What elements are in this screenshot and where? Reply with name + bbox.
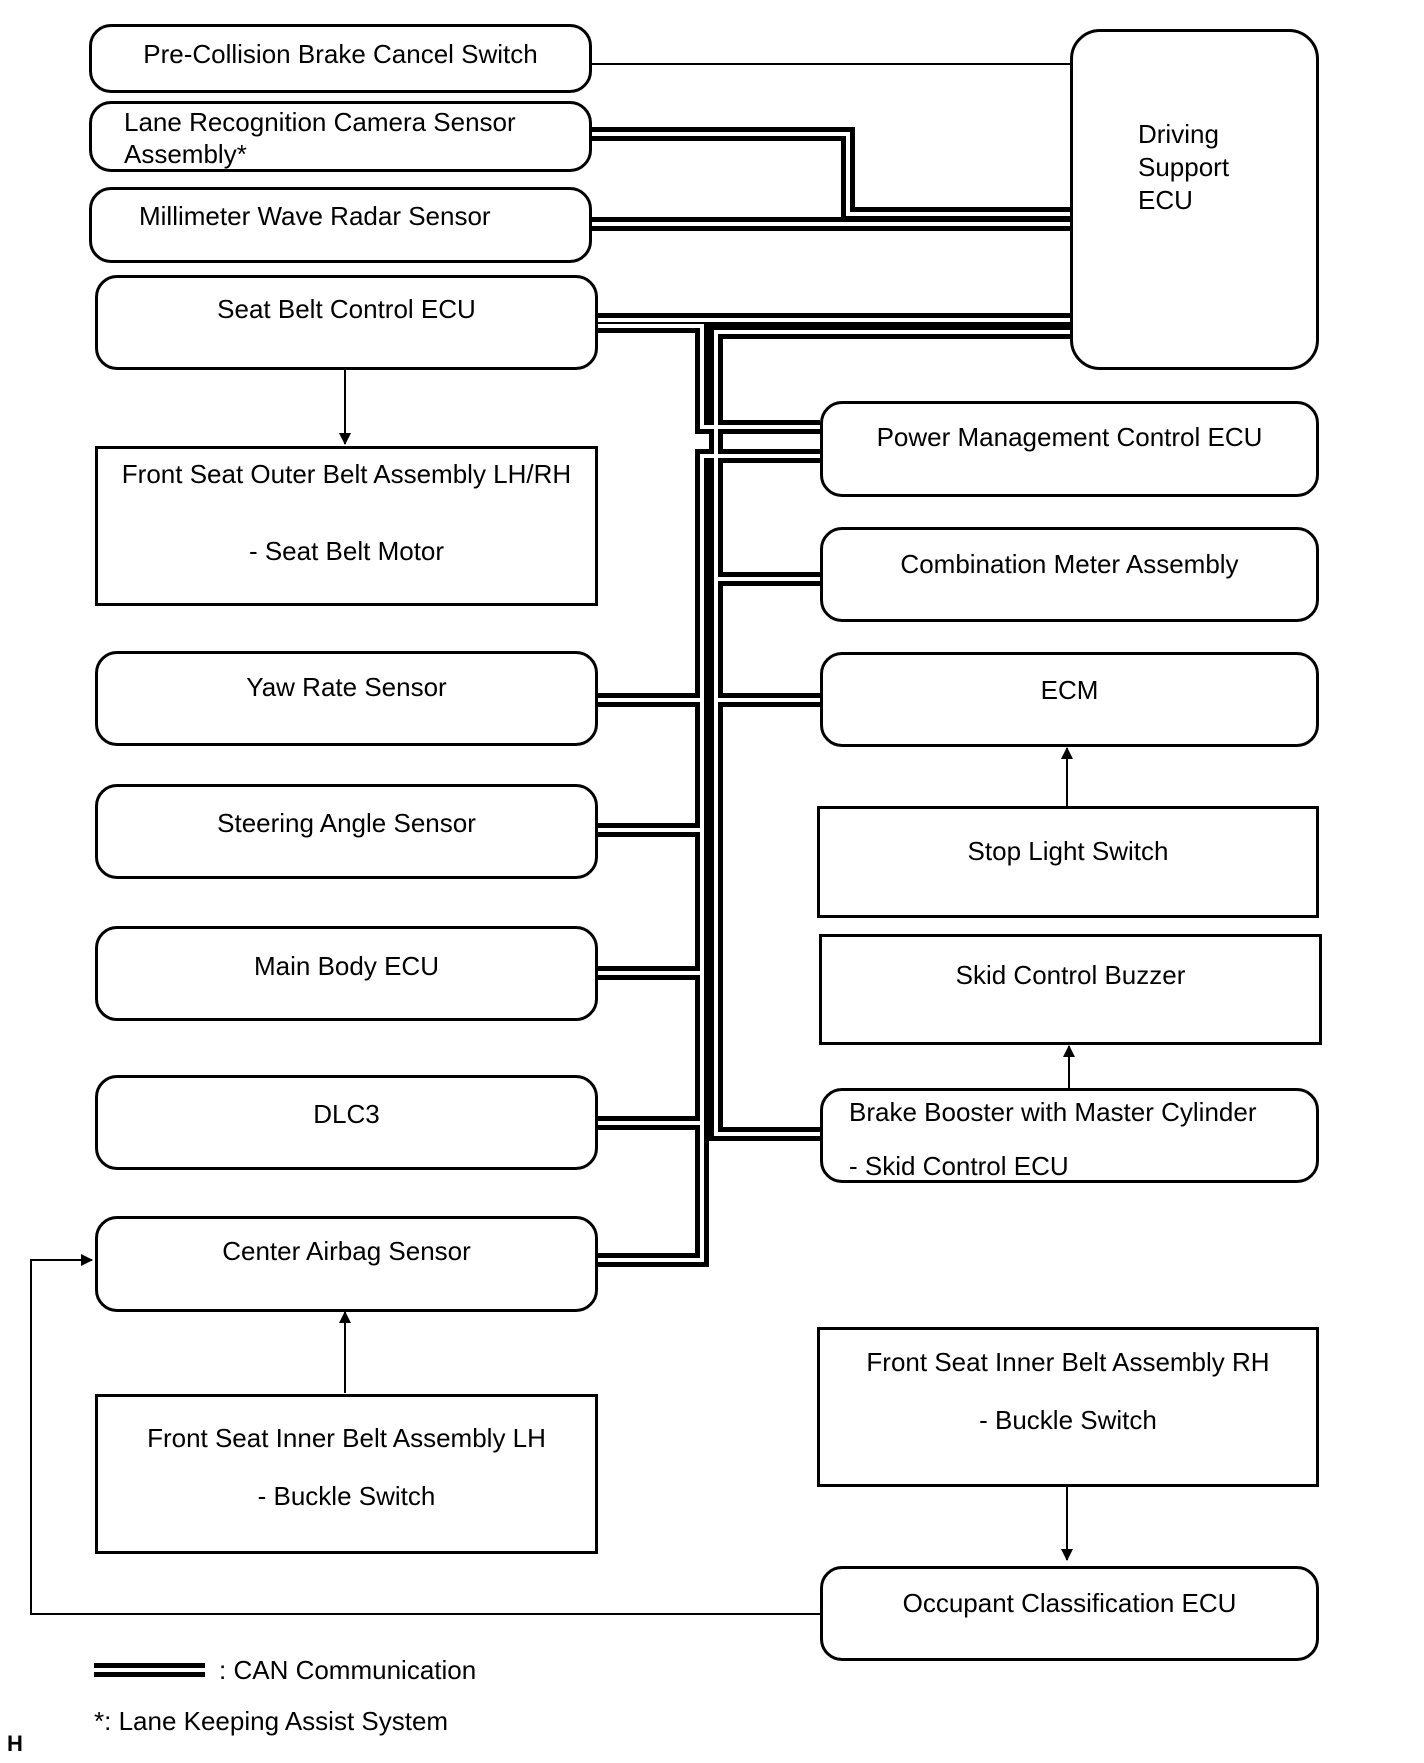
arrow-ocecu-to-airbag [30,1254,820,1615]
yaw-rate-sensor-label: Yaw Rate Sensor [246,672,447,702]
can-branch-lane-camera [592,127,1070,221]
center-airbag-sensor-label: Center Airbag Sensor [222,1236,471,1266]
can-legend-label: : CAN Communication [219,1655,477,1685]
occupant-classification-ecu-label: Occupant Classification ECU [902,1588,1237,1618]
millimeter-wave-radar-box: Millimeter Wave Radar Sensor [89,187,592,263]
combination-meter-assembly-label: Combination Meter Assembly [900,549,1239,579]
footnote-lane-keeping: *: Lane Keeping Assist System [94,1706,449,1736]
seat-belt-control-ecu-box: Seat Belt Control ECU [95,275,598,370]
center-airbag-sensor-box: Center Airbag Sensor [95,1216,598,1312]
combination-meter-assembly-box: Combination Meter Assembly [820,527,1319,622]
skid-control-buzzer-box: Skid Control Buzzer [819,934,1322,1045]
millimeter-wave-radar-label: Millimeter Wave Radar Sensor [139,201,491,231]
pre-collision-brake-cancel-switch-box: Pre-Collision Brake Cancel Switch [89,24,592,93]
driving-support-ecu-label-line3: ECU [1138,185,1193,215]
stop-light-switch-label: Stop Light Switch [967,836,1169,866]
main-body-ecu-label: Main Body ECU [254,951,439,981]
lane-recognition-camera-label-line2: Assembly* [124,139,247,169]
brake-booster-label: Brake Booster with Master Cylinder [849,1097,1257,1127]
skid-control-buzzer-label: Skid Control Buzzer [955,960,1186,990]
pre-collision-brake-cancel-switch-label: Pre-Collision Brake Cancel Switch [143,39,538,69]
power-management-control-ecu-box: Power Management Control ECU [820,401,1319,497]
driving-support-ecu-label-line1: Driving [1138,119,1219,149]
front-seat-outer-belt-box: Front Seat Outer Belt Assembly LH/RH - S… [95,446,598,606]
occupant-classification-ecu-box: Occupant Classification ECU [820,1566,1319,1661]
lane-recognition-camera-label-line1: Lane Recognition Camera Sensor [124,107,516,137]
brake-booster-box: Brake Booster with Master Cylinder - Ski… [820,1088,1319,1183]
driving-support-ecu-box: Driving Support ECU [1070,29,1319,370]
seat-belt-motor-label: - Seat Belt Motor [248,536,445,566]
seat-belt-control-ecu-label: Seat Belt Control ECU [217,294,476,324]
lh-buckle-switch-label: - Buckle Switch [257,1481,436,1511]
corner-mark: H [7,1731,23,1756]
steering-angle-sensor-label: Steering Angle Sensor [217,808,476,838]
rh-buckle-switch-label: - Buckle Switch [979,1405,1157,1435]
steering-angle-sensor-box: Steering Angle Sensor [95,784,598,879]
lane-recognition-camera-box: Lane Recognition Camera Sensor Assembly* [89,101,592,172]
yaw-rate-sensor-box: Yaw Rate Sensor [95,651,598,746]
dlc3-label: DLC3 [313,1099,380,1129]
power-management-control-ecu-label: Power Management Control ECU [876,422,1263,452]
dlc3-box: DLC3 [95,1075,598,1170]
can-bus-lines [592,127,1070,1267]
main-body-ecu-box: Main Body ECU [95,926,598,1021]
driving-support-ecu-label-line2: Support [1138,152,1230,182]
front-seat-outer-belt-label: Front Seat Outer Belt Assembly LH/RH [121,459,572,489]
ecm-label: ECM [1040,675,1099,705]
stop-light-switch-box: Stop Light Switch [817,806,1319,918]
ecm-box: ECM [820,652,1319,747]
signal-lines [30,63,1075,1615]
skid-control-ecu-label: - Skid Control ECU [849,1151,1069,1181]
front-seat-inner-belt-lh-box: Front Seat Inner Belt Assembly LH - Buck… [95,1394,598,1554]
front-seat-inner-belt-lh-label: Front Seat Inner Belt Assembly LH [147,1423,546,1453]
front-seat-inner-belt-rh-label: Front Seat Inner Belt Assembly RH [866,1347,1270,1377]
front-seat-inner-belt-rh-box: Front Seat Inner Belt Assembly RH - Buck… [817,1327,1319,1487]
